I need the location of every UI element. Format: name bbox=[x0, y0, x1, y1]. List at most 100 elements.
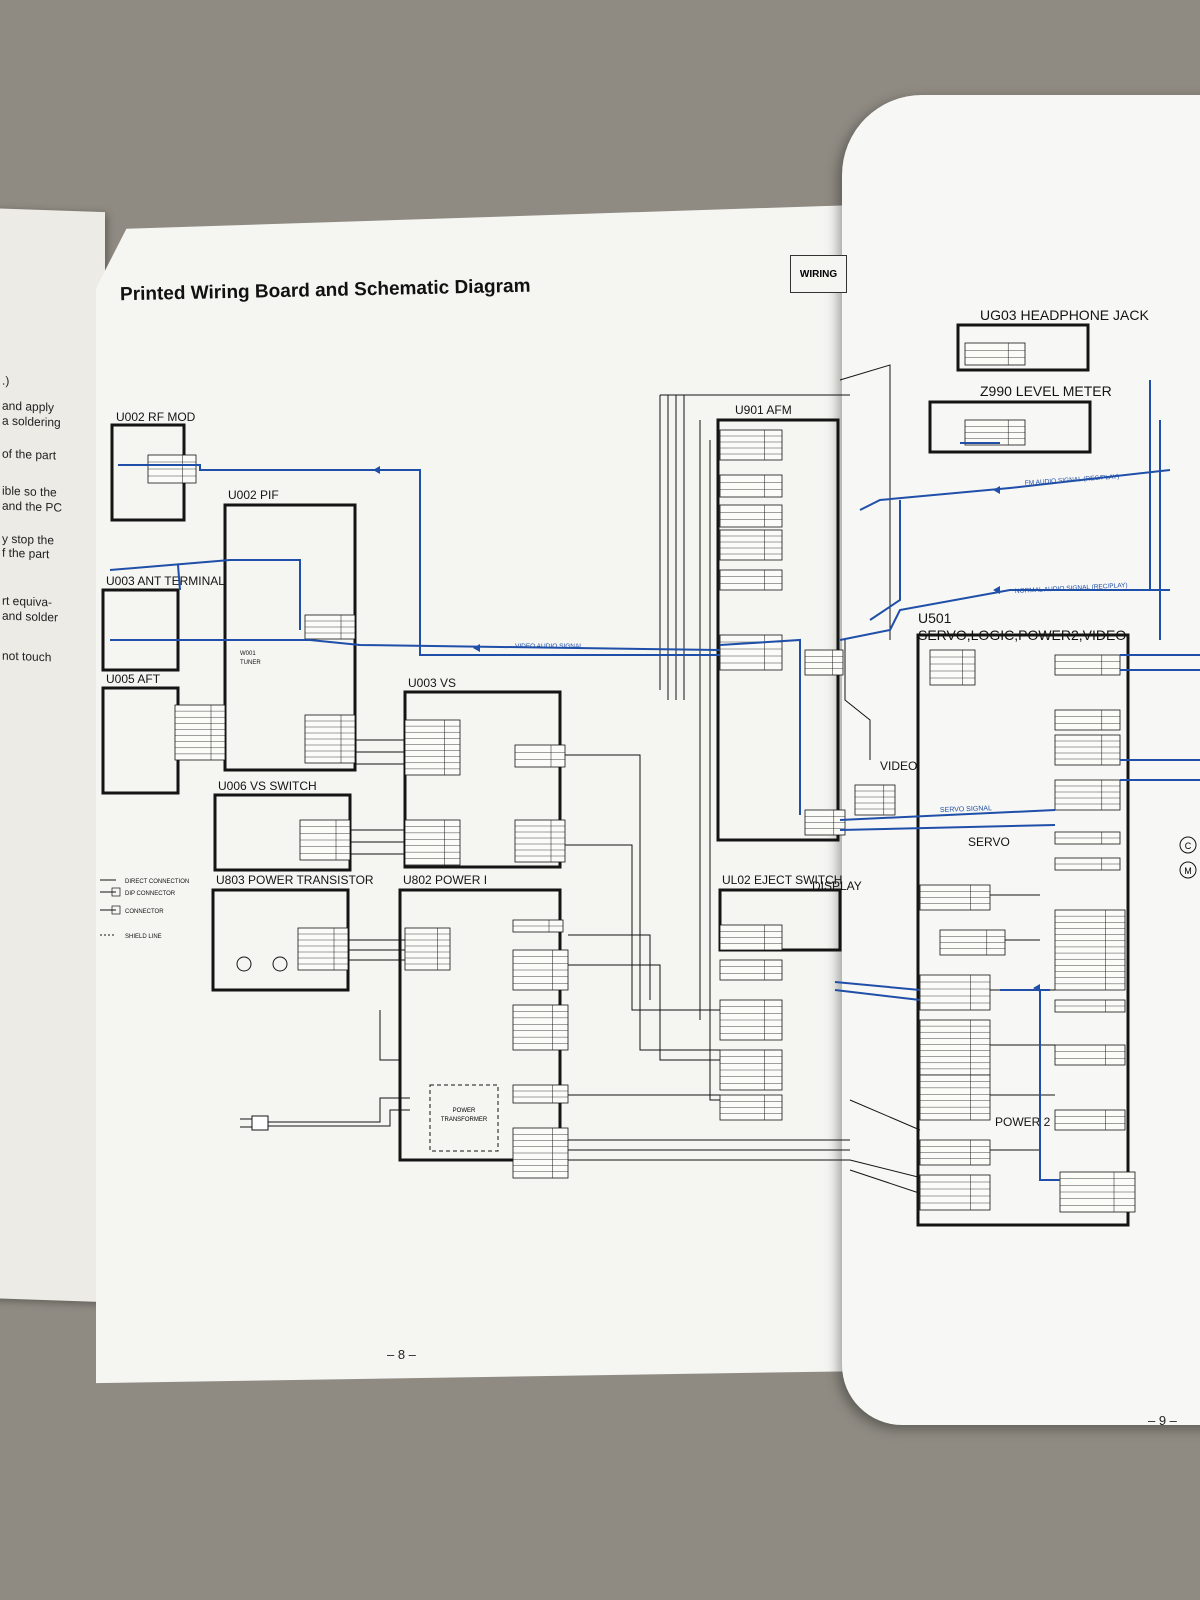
arrow-icon bbox=[473, 644, 480, 652]
module-label: U006 VS SWITCH bbox=[218, 779, 317, 793]
module-vs: U003 VS bbox=[403, 676, 562, 869]
module-label: U005 AFT bbox=[106, 672, 161, 686]
connector-strip bbox=[919, 974, 991, 1011]
signal-wire bbox=[839, 589, 1170, 641]
svg-text:SHIELD LINE: SHIELD LINE bbox=[125, 934, 162, 940]
module-level-meter: Z990 LEVEL METER bbox=[928, 383, 1112, 454]
module-label: U003 ANT TERMINAL bbox=[106, 574, 225, 588]
connector-strip bbox=[404, 927, 451, 971]
connector-strip bbox=[1059, 1171, 1136, 1213]
connector-strip bbox=[919, 1074, 991, 1121]
ink-wire bbox=[844, 640, 871, 760]
connector-strip bbox=[964, 419, 1026, 446]
connector-strip bbox=[1054, 1109, 1126, 1131]
connector-strip bbox=[919, 884, 991, 911]
svg-text:CONNECTOR: CONNECTOR bbox=[125, 909, 164, 915]
module-power-transistor: U803 POWER TRANSISTOR bbox=[211, 873, 374, 992]
connector-strip bbox=[404, 819, 461, 866]
connector-strip bbox=[719, 504, 783, 528]
module-afm: U901 AFM bbox=[716, 403, 840, 842]
module-label: U002 RF MOD bbox=[116, 410, 196, 424]
module-label: U901 AFM bbox=[735, 403, 792, 417]
transistor-icon bbox=[236, 956, 288, 972]
signal-wire bbox=[859, 469, 1171, 511]
module-label: SERVO bbox=[968, 835, 1010, 849]
connector-strip bbox=[147, 454, 197, 484]
connector-strip bbox=[299, 819, 351, 861]
connector-strip bbox=[964, 342, 1026, 366]
module-label: U802 POWER I bbox=[403, 873, 487, 887]
page-number-8: – 8 – bbox=[387, 1347, 416, 1362]
connector-strip bbox=[1054, 999, 1126, 1013]
svg-text:DIP CONNECTOR: DIP CONNECTOR bbox=[125, 891, 176, 897]
connector-strip bbox=[919, 1019, 991, 1076]
signal-wire bbox=[839, 824, 1056, 831]
connector-strip bbox=[804, 809, 846, 836]
tuner-label: TUNER bbox=[240, 660, 261, 666]
connector-strip bbox=[512, 919, 564, 933]
module-label: UL02 EJECT SWITCH bbox=[722, 873, 842, 887]
connector-strip bbox=[719, 959, 783, 981]
signal-wire bbox=[118, 464, 720, 656]
arrow-icon bbox=[993, 586, 1000, 594]
module-servo: SERVO bbox=[968, 835, 1010, 849]
connector-strip bbox=[939, 929, 1006, 956]
legend-item: DIP CONNECTOR bbox=[100, 887, 176, 897]
connector-strip bbox=[929, 649, 976, 686]
connector-strip bbox=[512, 1004, 569, 1051]
ink-wire bbox=[568, 934, 651, 1000]
connector-strip bbox=[1054, 857, 1121, 871]
page-number-9: – 9 – bbox=[1148, 1413, 1177, 1428]
legend-item: CONNECTOR bbox=[100, 905, 164, 915]
ink-wire bbox=[709, 440, 720, 1101]
module-servo-main: U501 bbox=[916, 610, 1130, 1227]
connector-strip bbox=[1054, 734, 1121, 766]
arrow-icon bbox=[1033, 984, 1040, 992]
module-label: UG03 HEADPHONE JACK bbox=[980, 307, 1149, 323]
connector-strip bbox=[719, 474, 783, 498]
connector-strip bbox=[719, 569, 783, 591]
ink-wire bbox=[849, 1169, 926, 1196]
signal-wire bbox=[834, 989, 921, 1001]
signal-wire bbox=[177, 564, 181, 591]
ink-wire bbox=[568, 964, 720, 1061]
connector-strip bbox=[919, 1174, 991, 1211]
connector-strip bbox=[404, 719, 461, 776]
connector-strip bbox=[514, 819, 566, 863]
module-aft: U005 AFT bbox=[101, 672, 180, 795]
svg-text:TRANSFORMER: TRANSFORMER bbox=[441, 1117, 488, 1123]
signal-wire bbox=[1039, 990, 1060, 1181]
signal-label: FM AUDIO SIGNAL (REC/PLAY) bbox=[1025, 473, 1120, 487]
connector-strip bbox=[854, 784, 896, 816]
connector-strip bbox=[512, 949, 569, 991]
arrow-icon bbox=[373, 466, 380, 474]
connector-strip bbox=[804, 649, 844, 676]
connector-strip bbox=[719, 1094, 783, 1121]
connector-strip bbox=[719, 999, 783, 1041]
connector-strip bbox=[919, 1139, 991, 1166]
module-label: U501 bbox=[918, 610, 952, 626]
svg-text:C: C bbox=[1185, 841, 1192, 851]
arrow-icon bbox=[993, 486, 1000, 494]
connector-strip bbox=[514, 744, 566, 768]
signal-wire bbox=[869, 500, 901, 621]
module-label: U003 VS bbox=[408, 676, 456, 690]
module-label: POWER 2 bbox=[995, 1115, 1051, 1129]
connector-strip bbox=[719, 634, 783, 671]
connector-strip bbox=[1054, 779, 1121, 811]
module-ant: U003 ANT TERMINAL bbox=[101, 574, 225, 672]
legend-item: DIRECT CONNECTION bbox=[100, 879, 189, 885]
ink-wire bbox=[565, 754, 720, 1051]
power-plug-icon bbox=[240, 1097, 410, 1131]
signal-label: NORMAL AUDIO SIGNAL (REC/PLAY) bbox=[1015, 582, 1128, 595]
connector-strip bbox=[1054, 909, 1126, 991]
module-label: U002 PIF bbox=[228, 488, 279, 502]
connector-strip bbox=[1054, 709, 1121, 731]
signal-label: VIDEO AUDIO SIGNAL bbox=[515, 643, 583, 650]
signal-label: SERVO SIGNAL bbox=[940, 805, 992, 814]
svg-text:DIRECT CONNECTION: DIRECT CONNECTION bbox=[125, 879, 189, 885]
signal-wire bbox=[839, 809, 1056, 821]
signal-wire bbox=[719, 638, 801, 815]
